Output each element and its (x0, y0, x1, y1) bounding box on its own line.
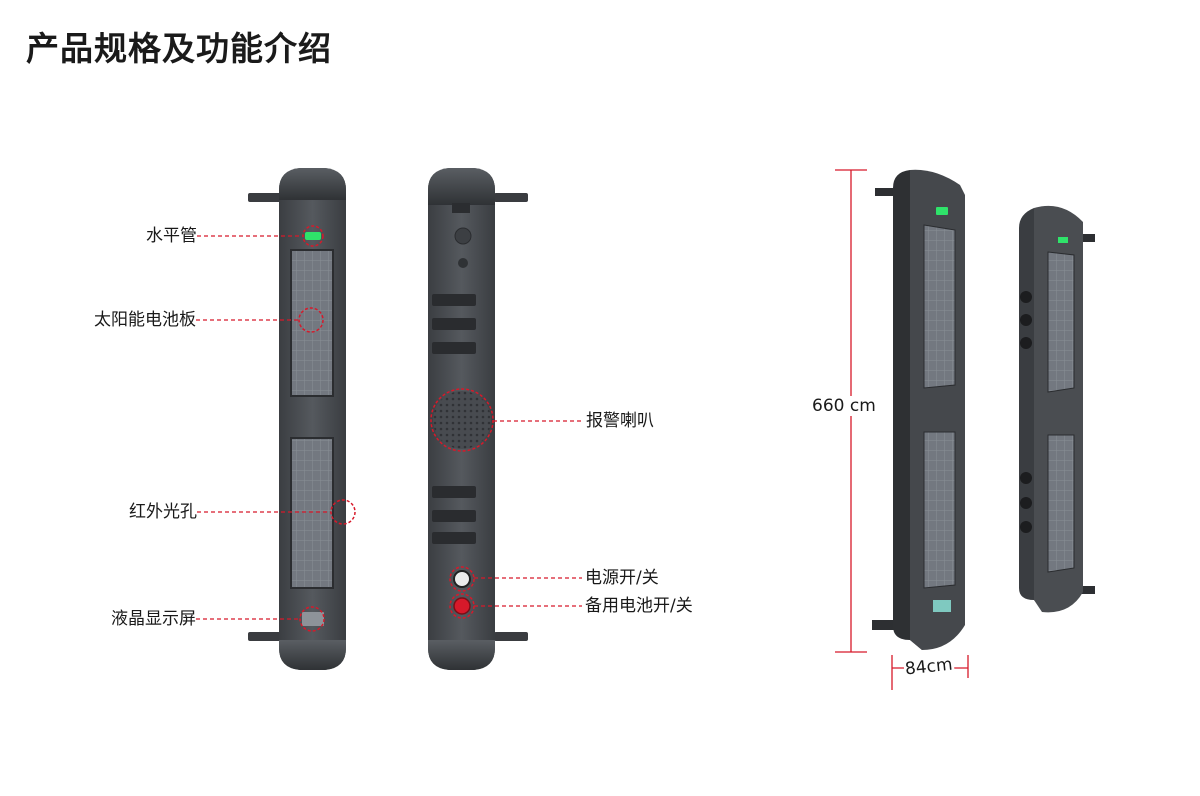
side-ports (1020, 291, 1032, 533)
top-latch (452, 203, 470, 213)
bottom-cap (279, 640, 346, 670)
solar-panel-persp2-bottom (1047, 434, 1075, 573)
callout-circle-power (449, 566, 475, 592)
bottom-cap-back (428, 640, 495, 670)
lcd-persp (933, 600, 951, 612)
bracket-bottom-persp-2 (1080, 586, 1095, 594)
battery-switch (453, 597, 471, 615)
mount-bracket-top-back (494, 193, 528, 202)
label-lcd: 液晶显示屏 (111, 609, 196, 629)
label-ir: 红外光孔 (129, 502, 197, 522)
lcd-screen (302, 612, 324, 626)
mount-bracket-bottom-back (494, 632, 528, 641)
perspective-unit-large (872, 169, 965, 650)
level-indicator-persp-2 (1058, 237, 1068, 243)
page-title: 产品规格及功能介绍 (26, 29, 332, 68)
mount-bracket-top (248, 193, 284, 202)
solar-panel-persp-top (923, 224, 956, 389)
dimension-height-label: 660 cm (810, 396, 878, 416)
top-cap-back (428, 168, 495, 205)
callout-circle-lcd (299, 606, 325, 632)
top-cap (279, 168, 346, 200)
perspective-unit-small (1019, 205, 1095, 613)
label-speaker: 报警喇叭 (586, 411, 654, 431)
screw (458, 258, 468, 268)
solar-panel-persp-bottom (923, 431, 956, 589)
level-indicator (305, 232, 321, 240)
label-solar: 太阳能电池板 (94, 310, 196, 330)
callout-circle-solar (298, 307, 324, 333)
connector-group-top (432, 294, 476, 354)
solar-panel-persp2-top (1047, 251, 1075, 393)
back-view-unit (428, 168, 582, 670)
bracket-top-persp-2 (1080, 234, 1095, 242)
solar-panel-top (290, 249, 334, 397)
solar-panel-bottom (290, 437, 334, 589)
connector-group-bottom (432, 486, 476, 544)
speaker-grille (433, 391, 491, 449)
device-body-front (279, 168, 346, 670)
label-battery: 备用电池开/关 (585, 596, 693, 616)
level-indicator-persp (936, 207, 948, 215)
front-view-unit (196, 168, 356, 670)
label-level: 水平管 (146, 226, 197, 246)
mount-bracket-bottom (248, 632, 284, 641)
callout-circle-speaker (430, 388, 494, 452)
power-switch (453, 570, 471, 588)
label-power: 电源开/关 (585, 568, 659, 588)
screw-hole (454, 227, 472, 245)
